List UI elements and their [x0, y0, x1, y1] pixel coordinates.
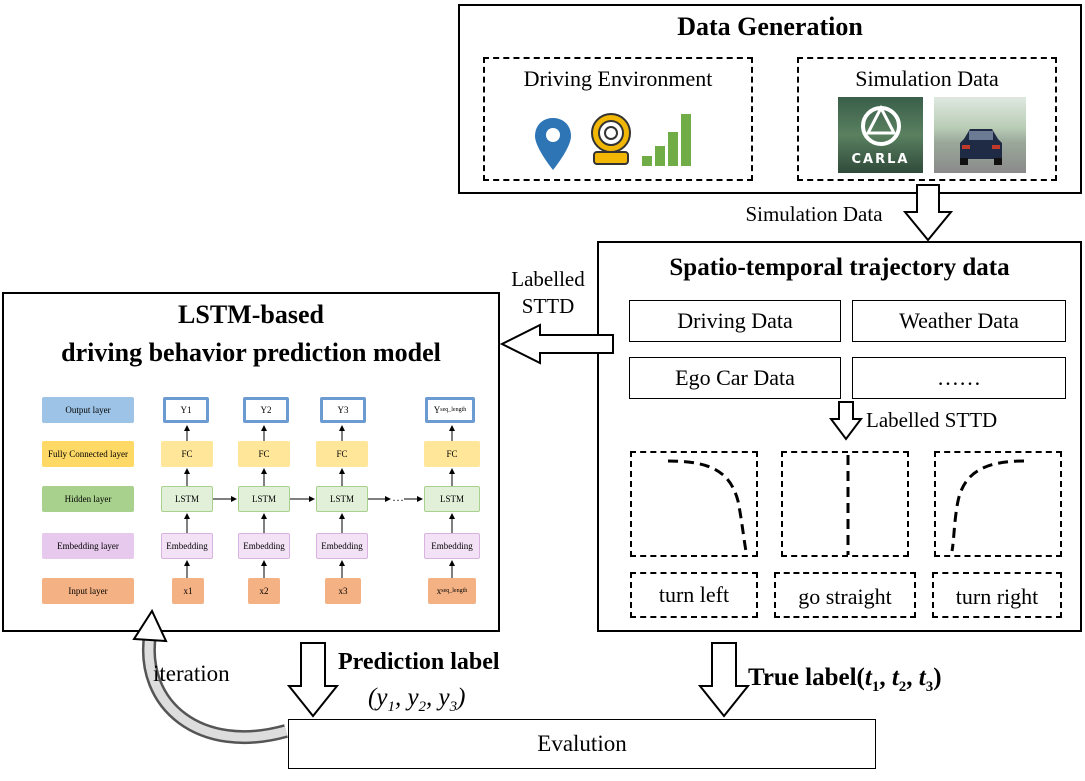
driving-data-cell: Driving Data	[629, 300, 841, 342]
car-icon	[960, 129, 1002, 165]
simulation-data-arrow-label: Simulation Data	[745, 202, 883, 226]
left-arrow-icon	[499, 323, 614, 365]
data-generation-title: Data Generation	[677, 12, 863, 41]
lstm-node-n: LSTM	[424, 486, 480, 512]
ego-car-data-cell: Ego Car Data	[629, 357, 841, 399]
evaluation-label: Evalution	[537, 731, 627, 756]
turn-right-trajectory-box	[934, 451, 1062, 557]
down-arrow-icon	[902, 184, 954, 242]
location-pin-icon	[535, 118, 571, 170]
turn-left-trajectory	[667, 459, 748, 552]
labelled-sttd-label-line1: Labelled	[511, 267, 585, 291]
ellipsis-cell: ……	[852, 357, 1066, 399]
down-arrow-icon	[286, 642, 340, 718]
lstm-connectors	[184, 425, 455, 578]
down-arrow-icon	[697, 642, 751, 718]
signal-bars-icon	[642, 114, 691, 166]
embedding-layer-label: Embedding layer	[42, 533, 134, 559]
weather-data-cell: Weather Data	[852, 300, 1066, 342]
driving-environment-label: Driving Environment	[523, 66, 713, 91]
turn-right-trajectory	[950, 459, 1025, 552]
iteration-label: iteration	[153, 661, 230, 686]
embedding-node-2: Embedding	[238, 533, 290, 559]
labelled-sttd-inner-label: Labelled STTD	[866, 408, 998, 432]
go-straight-label: go straight	[798, 584, 892, 609]
sttd-title: Spatio-temporal trajectory data	[669, 254, 1010, 281]
simulation-data-box	[797, 57, 1057, 181]
carla-emblem-icon	[861, 104, 901, 146]
go-straight-label-box	[774, 572, 916, 618]
embedding-node-n: Embedding	[424, 533, 480, 559]
fc-node-1: FC	[161, 441, 213, 467]
labelled-sttd-label-line2: STTD	[521, 294, 575, 318]
lstm-node-1: LSTM	[161, 486, 213, 512]
lstm-ellipsis: …	[392, 490, 404, 504]
lstm-node-2: LSTM	[238, 486, 290, 512]
turn-left-trajectory-box	[630, 451, 758, 557]
embedding-node-1: Embedding	[161, 533, 213, 559]
go-straight-trajectory-box	[781, 451, 909, 557]
prediction-formula: (y1, y2, y3)	[368, 684, 466, 715]
true-label: True label(t1, t2, t3)	[748, 664, 942, 695]
lstm-title-line1: LSTM-based	[178, 300, 324, 329]
go-straight-trajectory	[846, 455, 850, 555]
turn-left-label: turn left	[658, 582, 730, 607]
iteration-arrow-icon	[132, 608, 288, 745]
turn-left-label-box	[630, 572, 758, 618]
car-simulation-image	[934, 97, 1026, 173]
camera-icon	[591, 113, 631, 165]
evaluation-box	[288, 719, 876, 769]
turn-right-label-box	[932, 572, 1062, 618]
carla-logo-image: CARLA	[838, 97, 923, 173]
lstm-node-3: LSTM	[316, 486, 368, 512]
carla-logo-text: CARLA	[851, 152, 910, 167]
fc-node-3: FC	[316, 441, 368, 467]
prediction-label: Prediction label	[338, 649, 500, 675]
embedding-node-3: Embedding	[316, 533, 368, 559]
fc-layer-label: Fully Connected layer	[42, 441, 134, 467]
simulation-data-label: Simulation Data	[855, 66, 999, 91]
fc-node-2: FC	[238, 441, 290, 467]
output-layer-label: Output layer	[42, 397, 134, 423]
fc-node-n: FC	[424, 441, 480, 467]
down-arrow-icon	[829, 401, 863, 441]
hidden-layer-label: Hidden layer	[42, 486, 134, 512]
turn-right-label: turn right	[955, 584, 1039, 609]
driving-environment-box	[483, 57, 753, 181]
lstm-title-line2: driving behavior prediction model	[61, 338, 441, 367]
input-layer-label: Input layer	[42, 578, 134, 604]
